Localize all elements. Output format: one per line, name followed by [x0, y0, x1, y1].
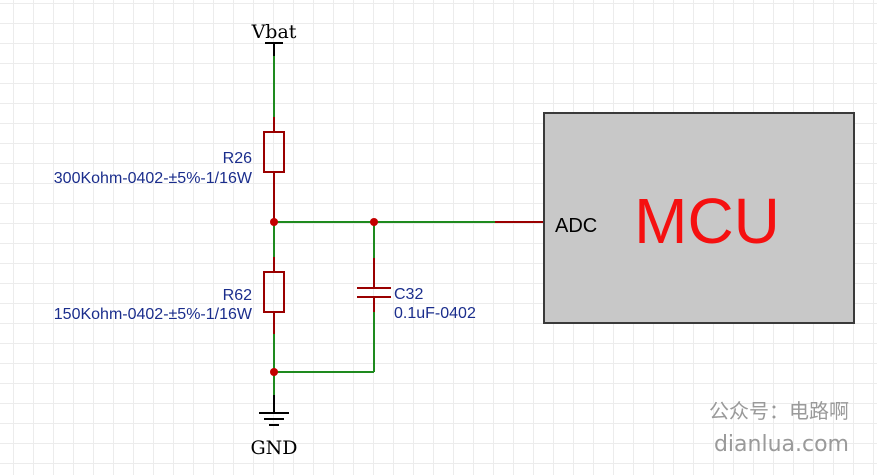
adc-pin-label: ADC	[555, 215, 597, 237]
junction-dot	[270, 218, 278, 226]
watermark-account: 公众号：电路啊	[709, 399, 849, 423]
junction-dot	[270, 368, 278, 376]
vbat-label: Vbat	[251, 21, 297, 43]
c32-ref: C32	[394, 286, 423, 303]
gnd-label: GND	[250, 437, 297, 459]
mcu-block	[543, 112, 855, 324]
junction-dot	[370, 218, 378, 226]
junctions	[270, 218, 378, 376]
r26-value: 300Kohm-0402-±5%-1/16W	[54, 170, 253, 187]
c32-value: 0.1uF-0402	[394, 305, 476, 322]
mcu-label: MCU	[634, 185, 780, 257]
r62-value: 150Kohm-0402-±5%-1/16W	[54, 306, 253, 323]
watermark-site: dianlua.com	[714, 432, 849, 457]
r62-ref: R62	[223, 287, 252, 304]
gnd-symbol	[259, 395, 289, 426]
r26-ref: R26	[223, 150, 252, 167]
wires	[273, 56, 495, 395]
r26-resistor	[263, 117, 285, 222]
r62-resistor	[263, 257, 285, 334]
c32-capacitor	[357, 258, 391, 312]
